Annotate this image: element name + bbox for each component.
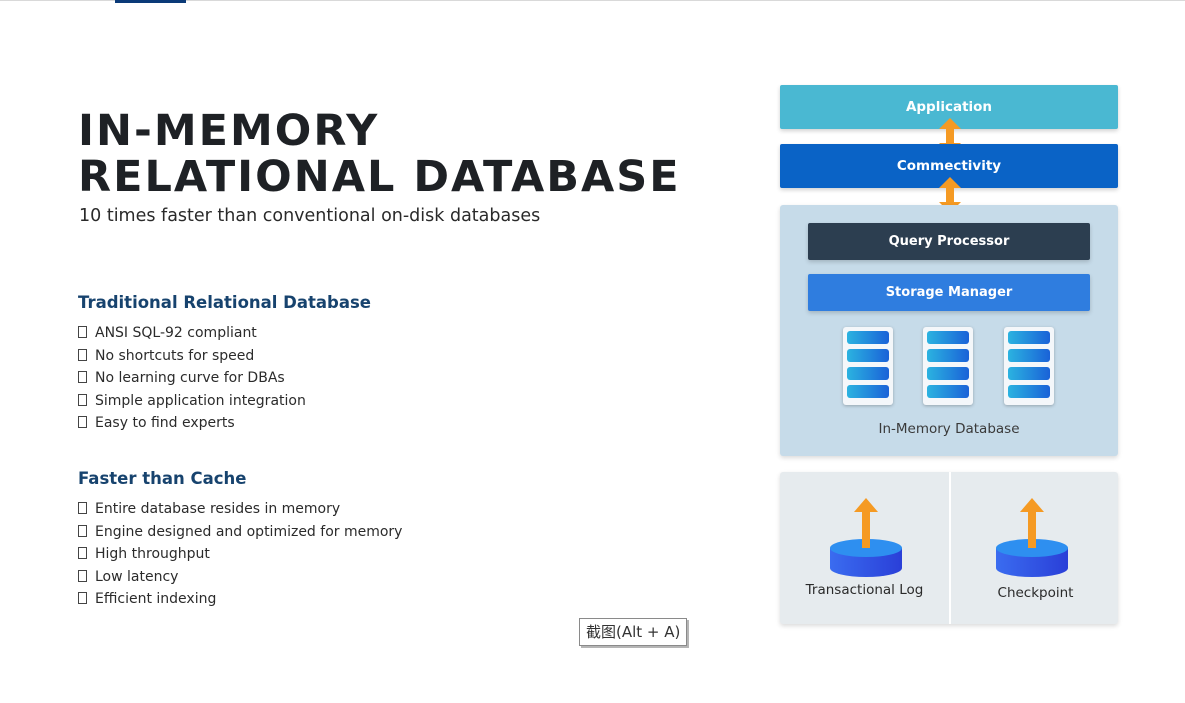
list-item: Simple application integration [78,390,306,413]
top-border-line [0,0,1185,1]
screenshot-tooltip: 截图(Alt + A) [579,618,688,646]
page-subtitle: 10 times faster than conventional on-dis… [79,206,541,226]
bullet-box-icon [78,326,87,338]
active-tab-indicator [115,0,186,3]
bullet-box-icon [78,569,87,582]
list-item-text: Simple application integration [95,392,306,409]
list-item: Efficient indexing [78,588,402,611]
in-memory-database-label: In-Memory Database [878,421,1020,437]
list-item-text: ANSI SQL-92 compliant [95,325,257,341]
list-item-text: No shortcuts for speed [95,347,255,364]
transactional-log-label: Transactional Log [805,582,924,598]
list-item: Low latency [78,566,402,589]
list-item-text: Low latency [95,568,179,585]
bullet-box-icon [78,416,87,428]
bullet-box-icon [78,547,87,559]
bullet-list-faster-than-cache: Entire database resides in memory Engine… [78,498,402,611]
in-memory-database-panel: Query Processor Storage Manager In-Memor… [780,205,1118,456]
query-processor: Query Processor [808,223,1090,260]
list-item: No learning curve for DBAs [78,367,306,390]
panel-divider [949,472,951,624]
double-arrow-icon [939,177,961,213]
list-item-text: No learning curve for DBAs [95,370,285,386]
bullet-box-icon [78,592,87,604]
page-title: IN-MEMORY RELATIONAL DATABASE [78,108,681,200]
list-item: ANSI SQL-92 compliant [78,322,306,345]
list-item-text: Efficient indexing [95,591,217,607]
checkpoint-disk-icon [996,498,1068,577]
title-line-1: IN-MEMORY [78,106,380,156]
list-item: Easy to find experts [78,412,306,435]
list-item-text: Entire database resides in memory [95,501,341,517]
transactional-log-disk-icon [830,498,902,577]
list-item: Entire database resides in memory [78,498,402,521]
list-item: No shortcuts for speed [78,345,306,368]
bullet-box-icon [78,524,87,537]
bullet-list-traditional: ANSI SQL-92 compliant No shortcuts for s… [78,322,306,435]
list-item: High throughput [78,543,402,566]
server-icon [1004,327,1054,405]
storage-manager: Storage Manager [808,274,1090,311]
list-item-text: Engine designed and optimized for memory [95,523,403,540]
list-item-text: High throughput [95,546,210,562]
bullet-box-icon [78,371,87,383]
bullet-box-icon [78,393,87,406]
list-item-text: Easy to find experts [95,415,235,431]
persistence-panel: Transactional Log Checkpoint [780,472,1118,624]
server-icon [843,327,893,405]
checkpoint-label: Checkpoint [997,585,1074,601]
architecture-diagram: Application Commectivity Query Processor… [775,80,1125,640]
bullet-box-icon [78,348,87,361]
title-line-2: RELATIONAL DATABASE [78,152,681,202]
section-heading-traditional: Traditional Relational Database [78,293,371,312]
section-heading-faster-than-cache: Faster than Cache [78,469,247,488]
server-icon [923,327,973,405]
bullet-box-icon [78,502,87,514]
list-item: Engine designed and optimized for memory [78,521,402,544]
